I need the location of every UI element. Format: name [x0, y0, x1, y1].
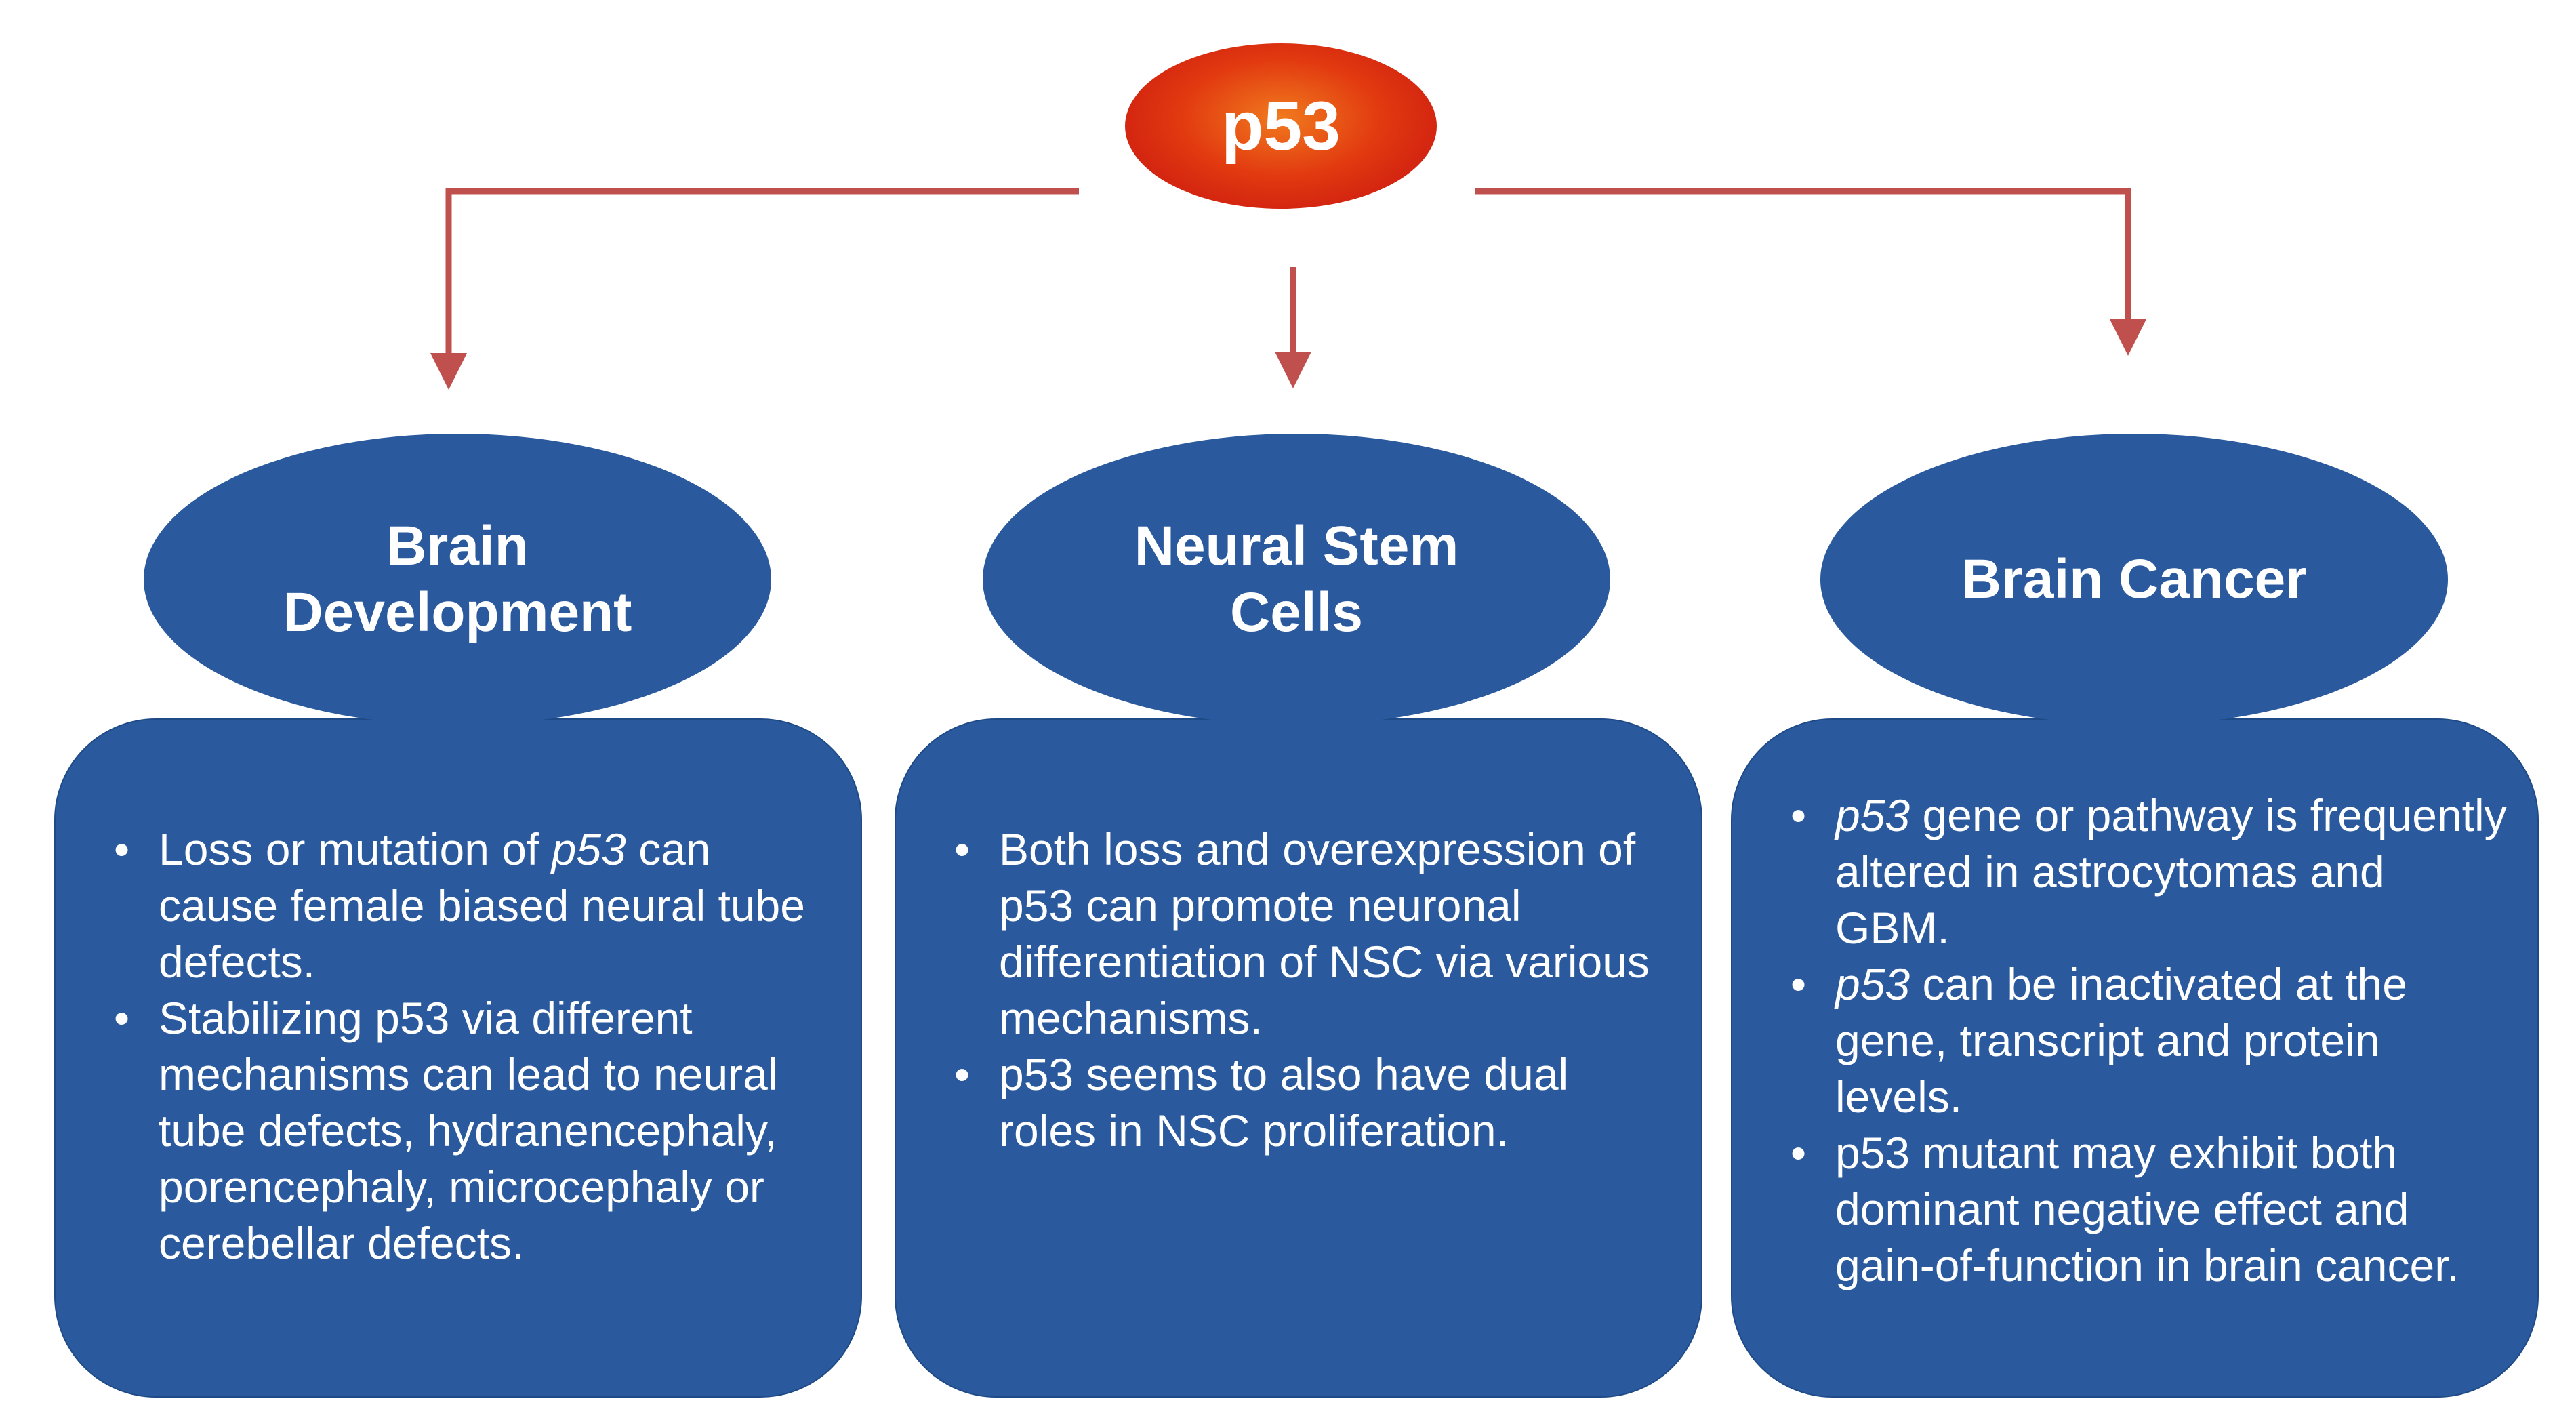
bullet-dot: •	[1791, 1128, 1807, 1178]
neural-stem-cells-node: Neural Stem Cells	[983, 434, 1610, 725]
bullet-dot: •	[114, 824, 130, 874]
bullet-dot: •	[1791, 959, 1807, 1009]
connector-right	[1475, 188, 2146, 356]
bullet-dot: •	[954, 1049, 970, 1099]
list-item: • Loss or mutation of p53 can cause fema…	[107, 821, 834, 990]
brain-development-list: • Loss or mutation of p53 can cause fema…	[107, 821, 834, 1271]
bullet-dot: •	[1791, 790, 1807, 840]
neural-stem-cells-box: • Both loss and overexpression of p53 ca…	[895, 718, 1702, 1398]
list-item: • Both loss and overexpression of p53 ca…	[947, 821, 1674, 1046]
brain-development-title: Brain Development	[283, 515, 632, 643]
brain-cancer-title: Brain Cancer	[1961, 548, 2308, 610]
list-item: • p53 gene or pathway is frequently alte…	[1784, 788, 2510, 956]
p53-node: p53	[1125, 43, 1437, 209]
brain-cancer-box: • p53 gene or pathway is frequently alte…	[1731, 718, 2539, 1398]
brain-development-box: • Loss or mutation of p53 can cause fema…	[54, 718, 862, 1398]
brain-cancer-node: Brain Cancer	[1820, 434, 2448, 725]
brain-development-node: Brain Development	[144, 434, 771, 725]
list-item: • Stabilizing p53 via different mechanis…	[107, 990, 834, 1271]
p53-label: p53	[1221, 87, 1341, 165]
list-item: • p53 seems to also have dual roles in N…	[947, 1046, 1674, 1159]
bullet-dot: •	[954, 824, 970, 874]
list-item: • p53 mutant may exhibit both dominant n…	[1784, 1125, 2510, 1294]
brain-cancer-list: • p53 gene or pathway is frequently alte…	[1784, 788, 2510, 1294]
connector-left	[430, 188, 1079, 390]
list-item: • p53 can be inactivated at the gene, tr…	[1784, 956, 2510, 1125]
bullet-dot: •	[114, 993, 130, 1043]
neural-stem-cells-title: Neural Stem Cells	[1134, 515, 1459, 643]
neural-stem-cells-list: • Both loss and overexpression of p53 ca…	[947, 821, 1674, 1159]
